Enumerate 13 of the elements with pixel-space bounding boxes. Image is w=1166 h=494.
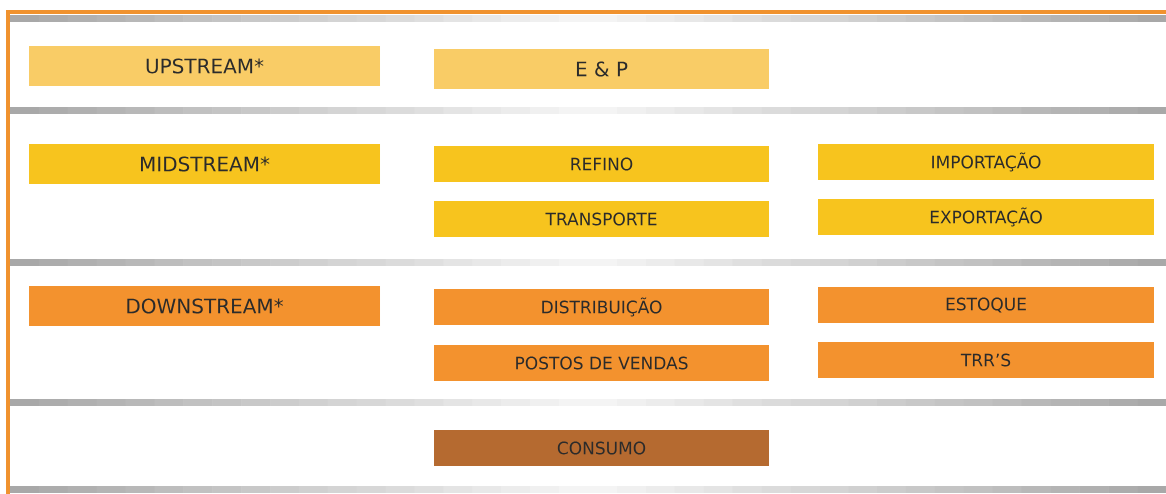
stage-box: CONSUMO bbox=[434, 430, 769, 466]
stage-box: POSTOS DE VENDAS bbox=[434, 345, 769, 381]
stage-box: UPSTREAM* bbox=[29, 46, 380, 86]
stage-box: DISTRIBUIÇÃO bbox=[434, 289, 769, 325]
stage-box: MIDSTREAM* bbox=[29, 144, 380, 184]
stage-box: TRANSPORTE bbox=[434, 201, 769, 237]
stage-box: E & P bbox=[434, 49, 769, 89]
stage-box: REFINO bbox=[434, 146, 769, 182]
stage-box: IMPORTAÇÃO bbox=[818, 144, 1154, 180]
stage-box: ESTOQUE bbox=[818, 287, 1154, 323]
stage-box: EXPORTAÇÃO bbox=[818, 199, 1154, 235]
stage-box: TRR’S bbox=[818, 342, 1154, 378]
stage-box: DOWNSTREAM* bbox=[29, 286, 380, 326]
